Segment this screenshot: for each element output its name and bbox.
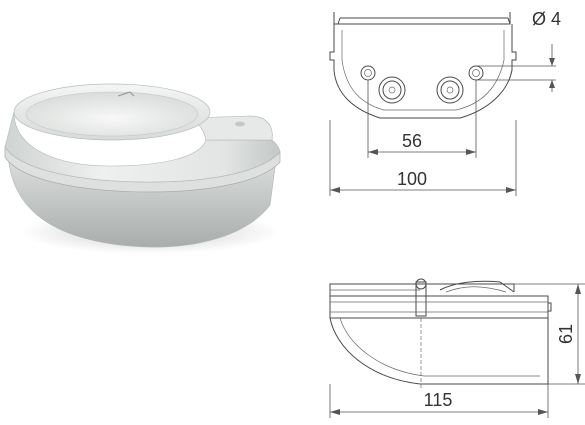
boss-right-center-icon <box>446 86 454 94</box>
boss-left-outer-icon <box>378 76 406 104</box>
top-view-drawing: Ø 4 56 100 <box>329 9 561 196</box>
side-lower-inner <box>339 317 540 377</box>
mount-hole-left-inner-icon <box>364 69 372 77</box>
side-band <box>329 295 549 319</box>
side-pin-head-icon <box>415 278 427 290</box>
inner-mark <box>117 91 135 97</box>
boss-left-mid-icon <box>382 80 402 100</box>
hole-diameter-arrows <box>549 58 555 88</box>
valve-hole <box>235 121 245 127</box>
side-valve-inner <box>445 286 507 293</box>
hole-spacing-dim-lines <box>367 80 477 158</box>
height-label: 61 <box>556 324 576 344</box>
height-dim-lines <box>514 283 585 385</box>
side-valve-profile <box>439 280 515 293</box>
hole-diameter-label: Ø 4 <box>532 9 561 29</box>
width-dim-lines <box>329 120 517 196</box>
boss-right-outer-icon <box>436 76 464 104</box>
top-view-inner-outline <box>341 30 505 111</box>
mount-hole-right-inner-icon <box>472 69 480 77</box>
side-lower-body <box>329 317 549 385</box>
side-view-drawing: 115 61 <box>329 278 585 418</box>
top-view-outline <box>329 24 517 119</box>
mount-hole-left-icon <box>360 65 376 81</box>
top-lip-bevel <box>337 17 511 25</box>
height-arrows <box>575 284 581 384</box>
bowl-inner <box>25 91 199 137</box>
boss-left-center-icon <box>388 86 396 94</box>
width-label: 100 <box>397 169 427 189</box>
hole-spacing-label: 56 <box>402 131 422 151</box>
side-pin <box>415 281 427 317</box>
hole-diameter-dim-lines <box>476 44 556 92</box>
length-dim-lines <box>329 384 549 418</box>
feeder-bowl-photo <box>4 83 281 254</box>
side-band-lines <box>330 301 548 313</box>
boss-right-mid-icon <box>440 80 460 100</box>
bowl-outer-wall <box>4 111 281 183</box>
mount-hole-right-icon <box>468 65 484 81</box>
side-band-tab <box>547 302 552 312</box>
length-label: 115 <box>424 390 453 410</box>
